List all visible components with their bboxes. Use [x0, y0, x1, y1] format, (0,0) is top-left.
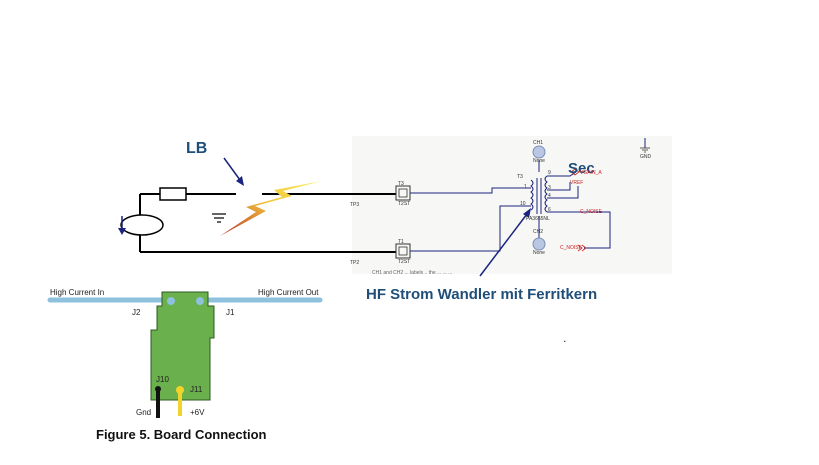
- t3-small: T3: [398, 181, 404, 187]
- pin1-label: 1: [524, 184, 527, 190]
- ch2-testpoint: [532, 237, 546, 251]
- schematic-panel: [352, 136, 672, 274]
- partial-text: CH1 and CH2 ... labels .. the ... ... ..…: [372, 270, 453, 276]
- pin4-label: 4: [548, 193, 551, 199]
- schematic-ground-icon: [640, 147, 650, 153]
- j10-label: J10: [156, 375, 169, 384]
- none2-label: None: [533, 250, 545, 256]
- c-noise2-label: C_NOISE: [560, 245, 582, 251]
- lightning-icon: [220, 181, 322, 236]
- pin10-label: 10: [520, 201, 526, 207]
- conn1-label: T2ST: [398, 201, 411, 207]
- vgain-label: VGAIN_A: [580, 170, 602, 176]
- ground-symbol-icon: [212, 213, 226, 223]
- vref-label: VREF: [570, 180, 584, 186]
- lb-arrow-icon: [223, 157, 241, 181]
- tp3-label: TP3: [350, 202, 360, 208]
- ch2-label: CH2: [533, 229, 544, 235]
- figure-caption: Figure 5. Board Connection: [96, 427, 267, 442]
- pin6-label: 6: [548, 207, 551, 213]
- pin3-label: 3: [548, 185, 551, 191]
- j1-label: J1: [226, 308, 235, 317]
- transformer-icon: [530, 175, 548, 214]
- schematic: [395, 138, 650, 277]
- high-current-out-label: High Current Out: [258, 288, 319, 297]
- hf-caption: HF Strom Wandler mit Ferritkern: [366, 286, 598, 303]
- board-connection: [47, 291, 323, 418]
- gnd-schematic-label: GND: [640, 154, 652, 160]
- pin9-label: 9: [548, 170, 551, 176]
- ch1-testpoint: [532, 145, 546, 159]
- vgain-marker: [570, 168, 580, 176]
- none1-label: None: [533, 158, 545, 164]
- current-loop-icon: [120, 214, 164, 236]
- plus6v-label: +6V: [190, 408, 205, 417]
- sec-label: Sec: [568, 160, 595, 177]
- gnd-label: Gnd: [136, 408, 152, 417]
- c-noise-label: C_NOISE: [580, 209, 602, 215]
- high-current-in-label: High Current In: [50, 288, 105, 297]
- conn2-label: T2ST: [398, 259, 411, 265]
- lb-label: LB: [186, 140, 208, 157]
- t1-small: T1: [398, 239, 404, 245]
- stray-dot: .: [563, 331, 567, 345]
- tp2-label: TP2: [350, 260, 360, 266]
- fuse-icon: [159, 187, 187, 201]
- hf-arrow-icon: [479, 213, 528, 277]
- t3-label: T3: [517, 174, 523, 180]
- ch1-label: CH1: [533, 140, 544, 146]
- j2-label: J2: [132, 308, 141, 317]
- part-label: PA3655NL: [526, 216, 550, 222]
- j11-label: J11: [190, 385, 203, 394]
- pcb-board: [150, 291, 215, 401]
- c-noise-marker: [577, 244, 587, 252]
